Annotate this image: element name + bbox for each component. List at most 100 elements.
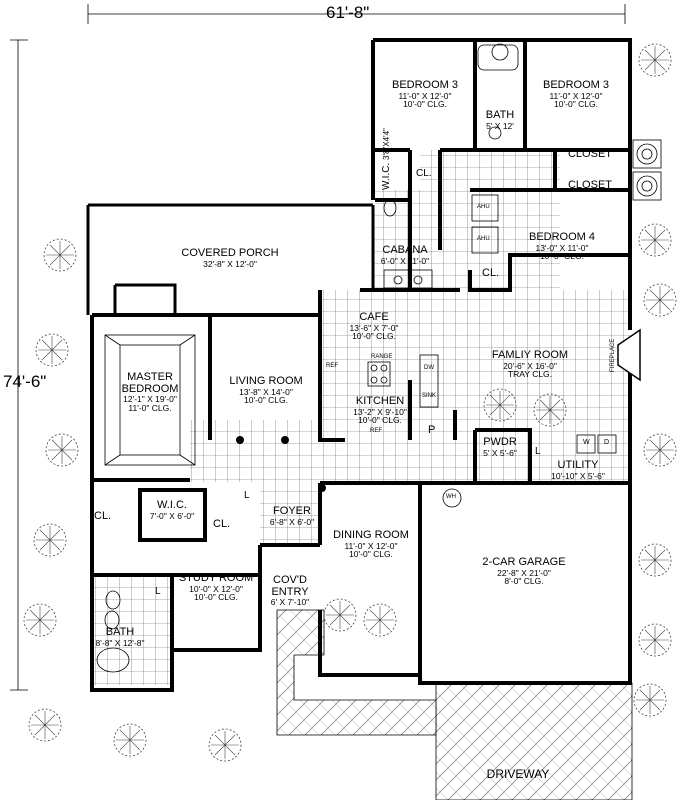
room-bedroom4: BEDROOM 4 13'-0" X 11'-0" 10'-0" CLG. — [528, 231, 596, 262]
room-ceiling: 11'-0" CLG. — [128, 403, 172, 414]
fixtures-group — [96, 43, 617, 673]
room-size: 5' X 5'-6" — [483, 447, 517, 458]
room-name: BEDROOM 3 — [391, 79, 459, 91]
room-name: COVERED PORCH — [181, 247, 279, 259]
room-name: DRIVEWAY — [486, 767, 550, 781]
room-size: 7'-0" X 6'-0" — [149, 510, 195, 521]
room-bedroom3-right: BEDROOM 3 11'-0" X 12'-0" 10'-0" CLG. — [542, 79, 610, 110]
room-name: PWDR — [483, 436, 517, 448]
linen-label-3: L — [535, 446, 541, 457]
linen-label-1: L — [244, 490, 250, 501]
room-ceiling: 10'-0" CLG. — [540, 251, 584, 262]
room-dining-room: DINING ROOM 11'-0" X 12'-0" 10'-0" CLG. — [333, 529, 409, 560]
ref-label: REF — [326, 363, 338, 369]
room-size: 8'-8" X 12'-8" — [95, 637, 145, 648]
room-ceiling: 10'-0" CLG. — [352, 331, 396, 342]
ahu1-label: AHU — [477, 204, 490, 210]
ac-units — [632, 139, 662, 201]
room-name: CABANA — [382, 244, 428, 256]
room-name: BEDROOM 3 — [542, 79, 610, 91]
dimension-lines — [10, 4, 626, 691]
room-size: 11'-0" X 12'-0" — [344, 540, 398, 551]
room-size: 13'-2" X 9'-10" — [353, 406, 407, 417]
room-pwdr: PWDR 5' X 5'-6" — [483, 436, 517, 458]
room-covered-porch: COVERED PORCH 32'-8" X 12'-0" — [181, 247, 279, 269]
room-size: 13'-6" X 7'-0" — [349, 322, 399, 333]
room-kitchen: KITCHEN 13'-2" X 9'-10" 10'-0" CLG. — [353, 395, 407, 426]
room-name: CAFE — [359, 311, 389, 323]
columns — [236, 436, 326, 492]
room-name: FAMLIY ROOM — [491, 349, 569, 361]
master-tray-ceiling — [104, 334, 196, 466]
room-family-room: FAMLIY ROOM 20'-6" X 16'-0" TRAY CLG. — [491, 349, 569, 379]
walls — [90, 38, 632, 692]
room-bath-top: BATH 5' X 12' — [485, 109, 515, 131]
room-cabana: CABANA 6'-0" X 11'-0" — [380, 244, 430, 266]
room-name: CLOSET — [567, 179, 613, 191]
room-ceiling: 10'-0" CLG. — [554, 99, 598, 110]
pantry-label: P — [428, 424, 436, 436]
room-size: 11'-0" X 12'-0" — [549, 90, 603, 101]
fireplace-icon — [617, 328, 641, 382]
driveway-label: DRIVEWAY — [487, 768, 550, 781]
room-name: 2-CAR GARAGE — [482, 556, 566, 568]
room-bath-master: BATH 8'-8" X 12'-8" — [95, 626, 145, 648]
room-bedroom3-left: BEDROOM 3 11'-0" X 12'-0" 10'-0" CLG. — [391, 79, 459, 109]
room-name: BEDROOM 4 — [528, 231, 596, 243]
room-master-bedroom: MASTER BEDROOM 12'-1" X 19'-0" 11'-0" CL… — [122, 371, 179, 414]
room-cl-left: CL. — [94, 510, 112, 522]
room-foyer: FOYER 6'-8" X 6'-0" — [269, 505, 315, 527]
room-wic-top: W.I.C. 3'8"X4'4" — [381, 128, 392, 190]
room-size: 13'-0" X 11'-0" — [535, 242, 589, 253]
porch-outline — [86, 203, 375, 315]
room-name: LIVING ROOM — [229, 375, 303, 387]
range-label: RANGE — [371, 354, 393, 360]
room-cl-mid: CL. — [213, 518, 231, 530]
room-name-line2: ENTRY — [271, 585, 309, 598]
room-size: 11'-0" X 12'-0" — [398, 90, 452, 101]
room-size: 6' X 7'-10" — [270, 597, 310, 608]
room-size: 10'-0" X 12'-0" — [189, 583, 243, 594]
room-size: 32'-8" X 12'-0" — [203, 258, 257, 269]
room-closet-1: CLOSET — [567, 148, 613, 161]
room-name: DINING ROOM — [333, 529, 409, 541]
dryer-label: D — [604, 439, 610, 446]
room-size: 5' X 12' — [486, 120, 514, 131]
room-living-room: LIVING ROOM 13'-8" X 14'-0" 10'-0" CLG. — [229, 375, 303, 406]
room-study-room: STUDY ROOM 10'-0" X 12'-0" 10'-0" CLG. — [178, 572, 254, 603]
room-size: 3'8"X4'4" — [382, 128, 391, 160]
room-name: W.I.C. — [157, 499, 187, 511]
room-wic-master: W.I.C. 7'-0" X 6'-0" — [149, 499, 195, 521]
room-cafe: CAFE 13'-6" X 7'-0" 10'-0" CLG. — [349, 311, 399, 342]
room-name: KITCHEN — [355, 395, 405, 407]
room-name: FOYER — [273, 505, 311, 517]
linen-label-2: L — [155, 586, 161, 597]
room-name: BATH — [485, 109, 515, 121]
room-size: 6'-8" X 6'-0" — [269, 516, 315, 527]
room-ceiling: 10'-0" CLG. — [358, 415, 402, 426]
room-utility: UTILITY 10'-10" X 5'-6" — [551, 459, 605, 481]
room-size: 22'-8" X 21'-0" — [497, 567, 551, 578]
room-name: MASTER — [127, 371, 173, 383]
room-covd-entry: COV'D ENTRY 6' X 7'-10" — [270, 574, 310, 608]
sink-label: SINK — [422, 393, 437, 399]
room-ceiling: 8'-0" CLG. — [504, 576, 544, 587]
room-ceiling: 10'-0" CLG. — [349, 549, 393, 560]
ref2-label: REF — [370, 428, 382, 434]
room-size: 10'-10" X 5'-6" — [551, 470, 605, 481]
room-ceiling: 10'-0" CLG. — [194, 592, 238, 603]
room-name: STUDY ROOM — [178, 572, 254, 584]
room-size: 12'-1" X 19'-0" — [123, 394, 177, 405]
room-name: W.I.C. — [381, 162, 392, 190]
room-size: 13'-8" X 14'-0" — [239, 386, 293, 397]
room-name: COV'D — [273, 574, 307, 586]
depth-dimension: 74'-6" — [3, 372, 47, 391]
room-name: CLOSET — [567, 148, 613, 160]
fireplace-label: FIREPLACE — [610, 338, 616, 372]
room-name: UTILITY — [557, 459, 599, 471]
room-size: 6'-0" X 11'-0" — [380, 255, 430, 266]
room-ceiling: 10'-0" CLG. — [244, 395, 288, 406]
room-cl-cabana: CL. — [482, 267, 500, 279]
room-closet-2: CLOSET — [567, 179, 613, 192]
room-garage: 2-CAR GARAGE 22'-8" X 21'-0" 8'-0" CLG. — [482, 556, 566, 587]
